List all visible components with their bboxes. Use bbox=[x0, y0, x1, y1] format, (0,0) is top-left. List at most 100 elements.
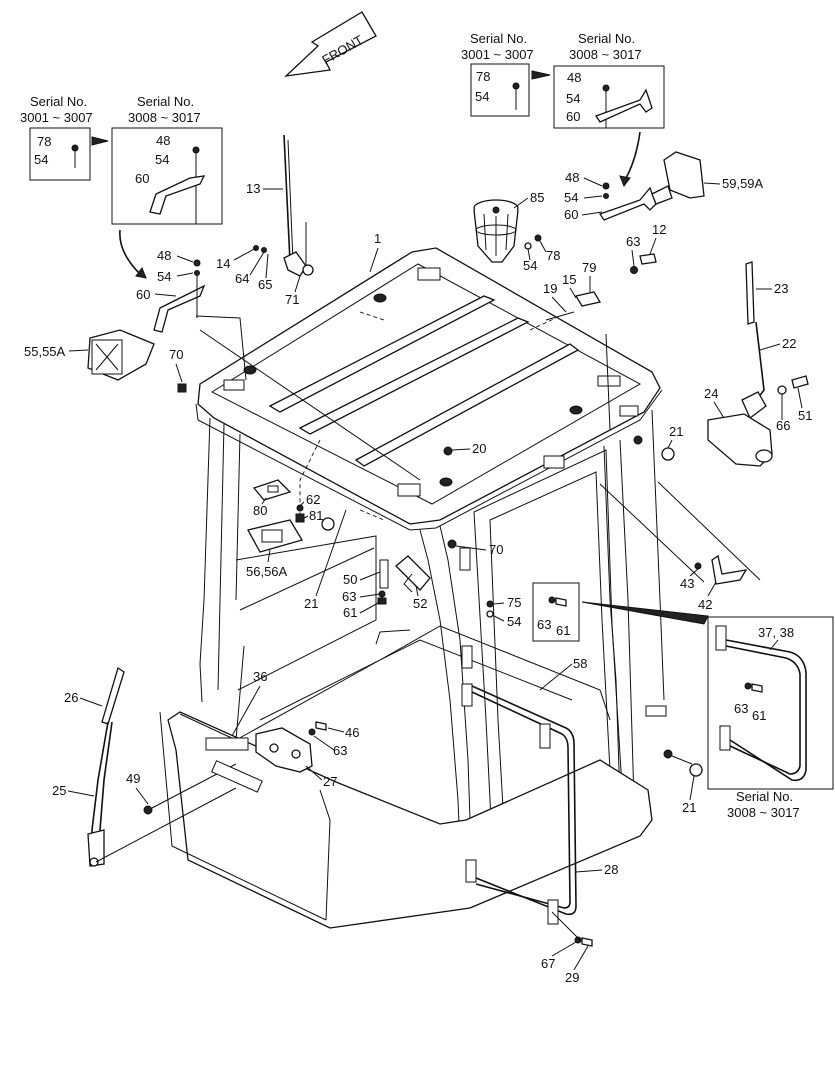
callout-60-left-late: 60 bbox=[135, 171, 149, 186]
callout-36: 36 bbox=[253, 669, 267, 684]
serial-range-left-late: 3008 ~ 3017 bbox=[128, 110, 201, 125]
callout-13: 13 bbox=[246, 181, 260, 196]
fastener-inset: 63 61 bbox=[532, 582, 709, 642]
serial-heading-right-late: Serial No. bbox=[578, 31, 635, 46]
inset-box-right-early bbox=[470, 63, 530, 117]
callout-42: 42 bbox=[698, 597, 712, 612]
callout-55-55a: 55,55A bbox=[24, 344, 66, 359]
inset-arrow-right bbox=[531, 70, 551, 80]
bracket-60-left-inset bbox=[149, 175, 206, 215]
callout-54-right-bracket: 54 bbox=[564, 190, 578, 205]
callout-58: 58 bbox=[573, 656, 587, 671]
callout-75: 75 bbox=[507, 595, 521, 610]
beacon-lamp: 85 78 54 bbox=[473, 190, 560, 273]
callout-63-wiper: 63 bbox=[333, 743, 347, 758]
callout-70-mid: 70 bbox=[489, 542, 503, 557]
callout-66: 66 bbox=[776, 418, 790, 433]
callout-71: 71 bbox=[285, 292, 299, 307]
callout-37-38: 37, 38 bbox=[758, 625, 794, 640]
inset-arrow-left bbox=[91, 136, 109, 146]
callout-60-right-bracket: 60 bbox=[564, 207, 578, 222]
callout-22: 22 bbox=[782, 336, 796, 351]
callout-70-left: 70 bbox=[169, 347, 183, 362]
bracket-60-right-inset bbox=[595, 88, 653, 123]
left-work-lamp: 48 54 60 55,55A bbox=[24, 248, 206, 381]
callout-79: 79 bbox=[582, 260, 596, 275]
callout-21-bottom: 21 bbox=[682, 800, 696, 815]
callout-24: 24 bbox=[704, 386, 718, 401]
callout-27: 27 bbox=[323, 774, 337, 789]
serial-range-right-late: 3008 ~ 3017 bbox=[569, 47, 642, 62]
grab-handle-inset: 37, 38 63 61 Serial No. 3008 ~ 3017 bbox=[707, 616, 834, 820]
callout-43: 43 bbox=[680, 576, 694, 591]
callout-21-top: 21 bbox=[669, 424, 683, 439]
callout-20: 20 bbox=[472, 441, 486, 456]
callout-61-handle: 61 bbox=[752, 708, 766, 723]
serial-heading-handle: Serial No. bbox=[736, 789, 793, 804]
rear-wiper-assembly: 23 22 24 66 51 21 bbox=[661, 261, 812, 467]
callout-81: 81 bbox=[309, 508, 323, 523]
callout-54-left-late: 54 bbox=[155, 152, 169, 167]
serial-heading-left-late: Serial No. bbox=[137, 94, 194, 109]
callout-19: 19 bbox=[543, 281, 557, 296]
callout-48-left-late: 48 bbox=[156, 133, 170, 148]
callout-52: 52 bbox=[413, 596, 427, 611]
callout-14: 14 bbox=[216, 256, 230, 271]
callout-26: 26 bbox=[64, 690, 78, 705]
callout-60-right-late: 60 bbox=[566, 109, 580, 124]
callout-54-right-late: 54 bbox=[566, 91, 580, 106]
serial-heading-right-early: Serial No. bbox=[470, 31, 527, 46]
callout-59-59a: 59,59A bbox=[722, 176, 764, 191]
callout-21-mid: 21 bbox=[304, 596, 318, 611]
callout-29: 29 bbox=[565, 970, 579, 985]
callout-56-56a: 56,56A bbox=[246, 564, 288, 579]
callout-63-mid: 63 bbox=[342, 589, 356, 604]
callout-80: 80 bbox=[253, 503, 267, 518]
callout-62: 62 bbox=[306, 492, 320, 507]
callout-65: 65 bbox=[258, 277, 272, 292]
callout-46: 46 bbox=[345, 725, 359, 740]
callout-54-right-early: 54 bbox=[475, 89, 489, 104]
callout-63-top: 63 bbox=[626, 234, 640, 249]
callout-61-mid: 61 bbox=[343, 605, 357, 620]
callout-48-right-late: 48 bbox=[567, 70, 581, 85]
interior-lamp: 80 62 81 56,56A bbox=[246, 479, 323, 579]
callout-54-mid: 54 bbox=[507, 614, 521, 629]
antenna-assembly: 13 14 64 65 71 bbox=[216, 134, 314, 307]
callout-48-right-bracket: 48 bbox=[565, 170, 579, 185]
right-work-lamp: 48 54 60 59,59A bbox=[564, 151, 764, 222]
callout-51: 51 bbox=[798, 408, 812, 423]
callout-25: 25 bbox=[52, 783, 66, 798]
callout-54-left-bracket: 54 bbox=[157, 269, 171, 284]
callout-63-handle: 63 bbox=[734, 701, 748, 716]
callout-1: 1 bbox=[374, 231, 381, 246]
callout-12: 12 bbox=[652, 222, 666, 237]
callout-78-right: 78 bbox=[476, 69, 490, 84]
callout-78-beacon: 78 bbox=[546, 248, 560, 263]
serial-inset-right: Serial No. 3001 ~ 3007 Serial No. 3008 ~… bbox=[461, 31, 665, 129]
inset-box-left-early bbox=[29, 127, 91, 181]
serial-range-handle: 3008 ~ 3017 bbox=[727, 805, 800, 820]
serial-range-left-early: 3001 ~ 3007 bbox=[20, 110, 93, 125]
serial-range-right-early: 3001 ~ 3007 bbox=[461, 47, 534, 62]
callout-85: 85 bbox=[530, 190, 544, 205]
callout-50: 50 bbox=[343, 572, 357, 587]
front-wiper-assembly: 26 25 49 36 27 46 63 bbox=[52, 666, 359, 867]
front-direction-arrow: FRONT bbox=[284, 11, 377, 77]
callout-54-left-early: 54 bbox=[34, 152, 48, 167]
mirror bbox=[395, 555, 431, 593]
callout-67: 67 bbox=[541, 956, 555, 971]
callout-64: 64 bbox=[235, 271, 249, 286]
callout-60-left-bracket: 60 bbox=[136, 287, 150, 302]
callout-78-left: 78 bbox=[37, 134, 51, 149]
callout-15: 15 bbox=[562, 272, 576, 287]
callout-61-inset: 61 bbox=[556, 623, 570, 638]
callout-48-left-bracket: 48 bbox=[157, 248, 171, 263]
callout-54-beacon: 54 bbox=[523, 258, 537, 273]
callout-63-inset: 63 bbox=[537, 617, 551, 632]
callout-23: 23 bbox=[774, 281, 788, 296]
callout-49: 49 bbox=[126, 771, 140, 786]
serial-inset-left: Serial No. 3001 ~ 3007 Serial No. 3008 ~… bbox=[20, 94, 223, 225]
serial-heading-left-early: Serial No. bbox=[30, 94, 87, 109]
